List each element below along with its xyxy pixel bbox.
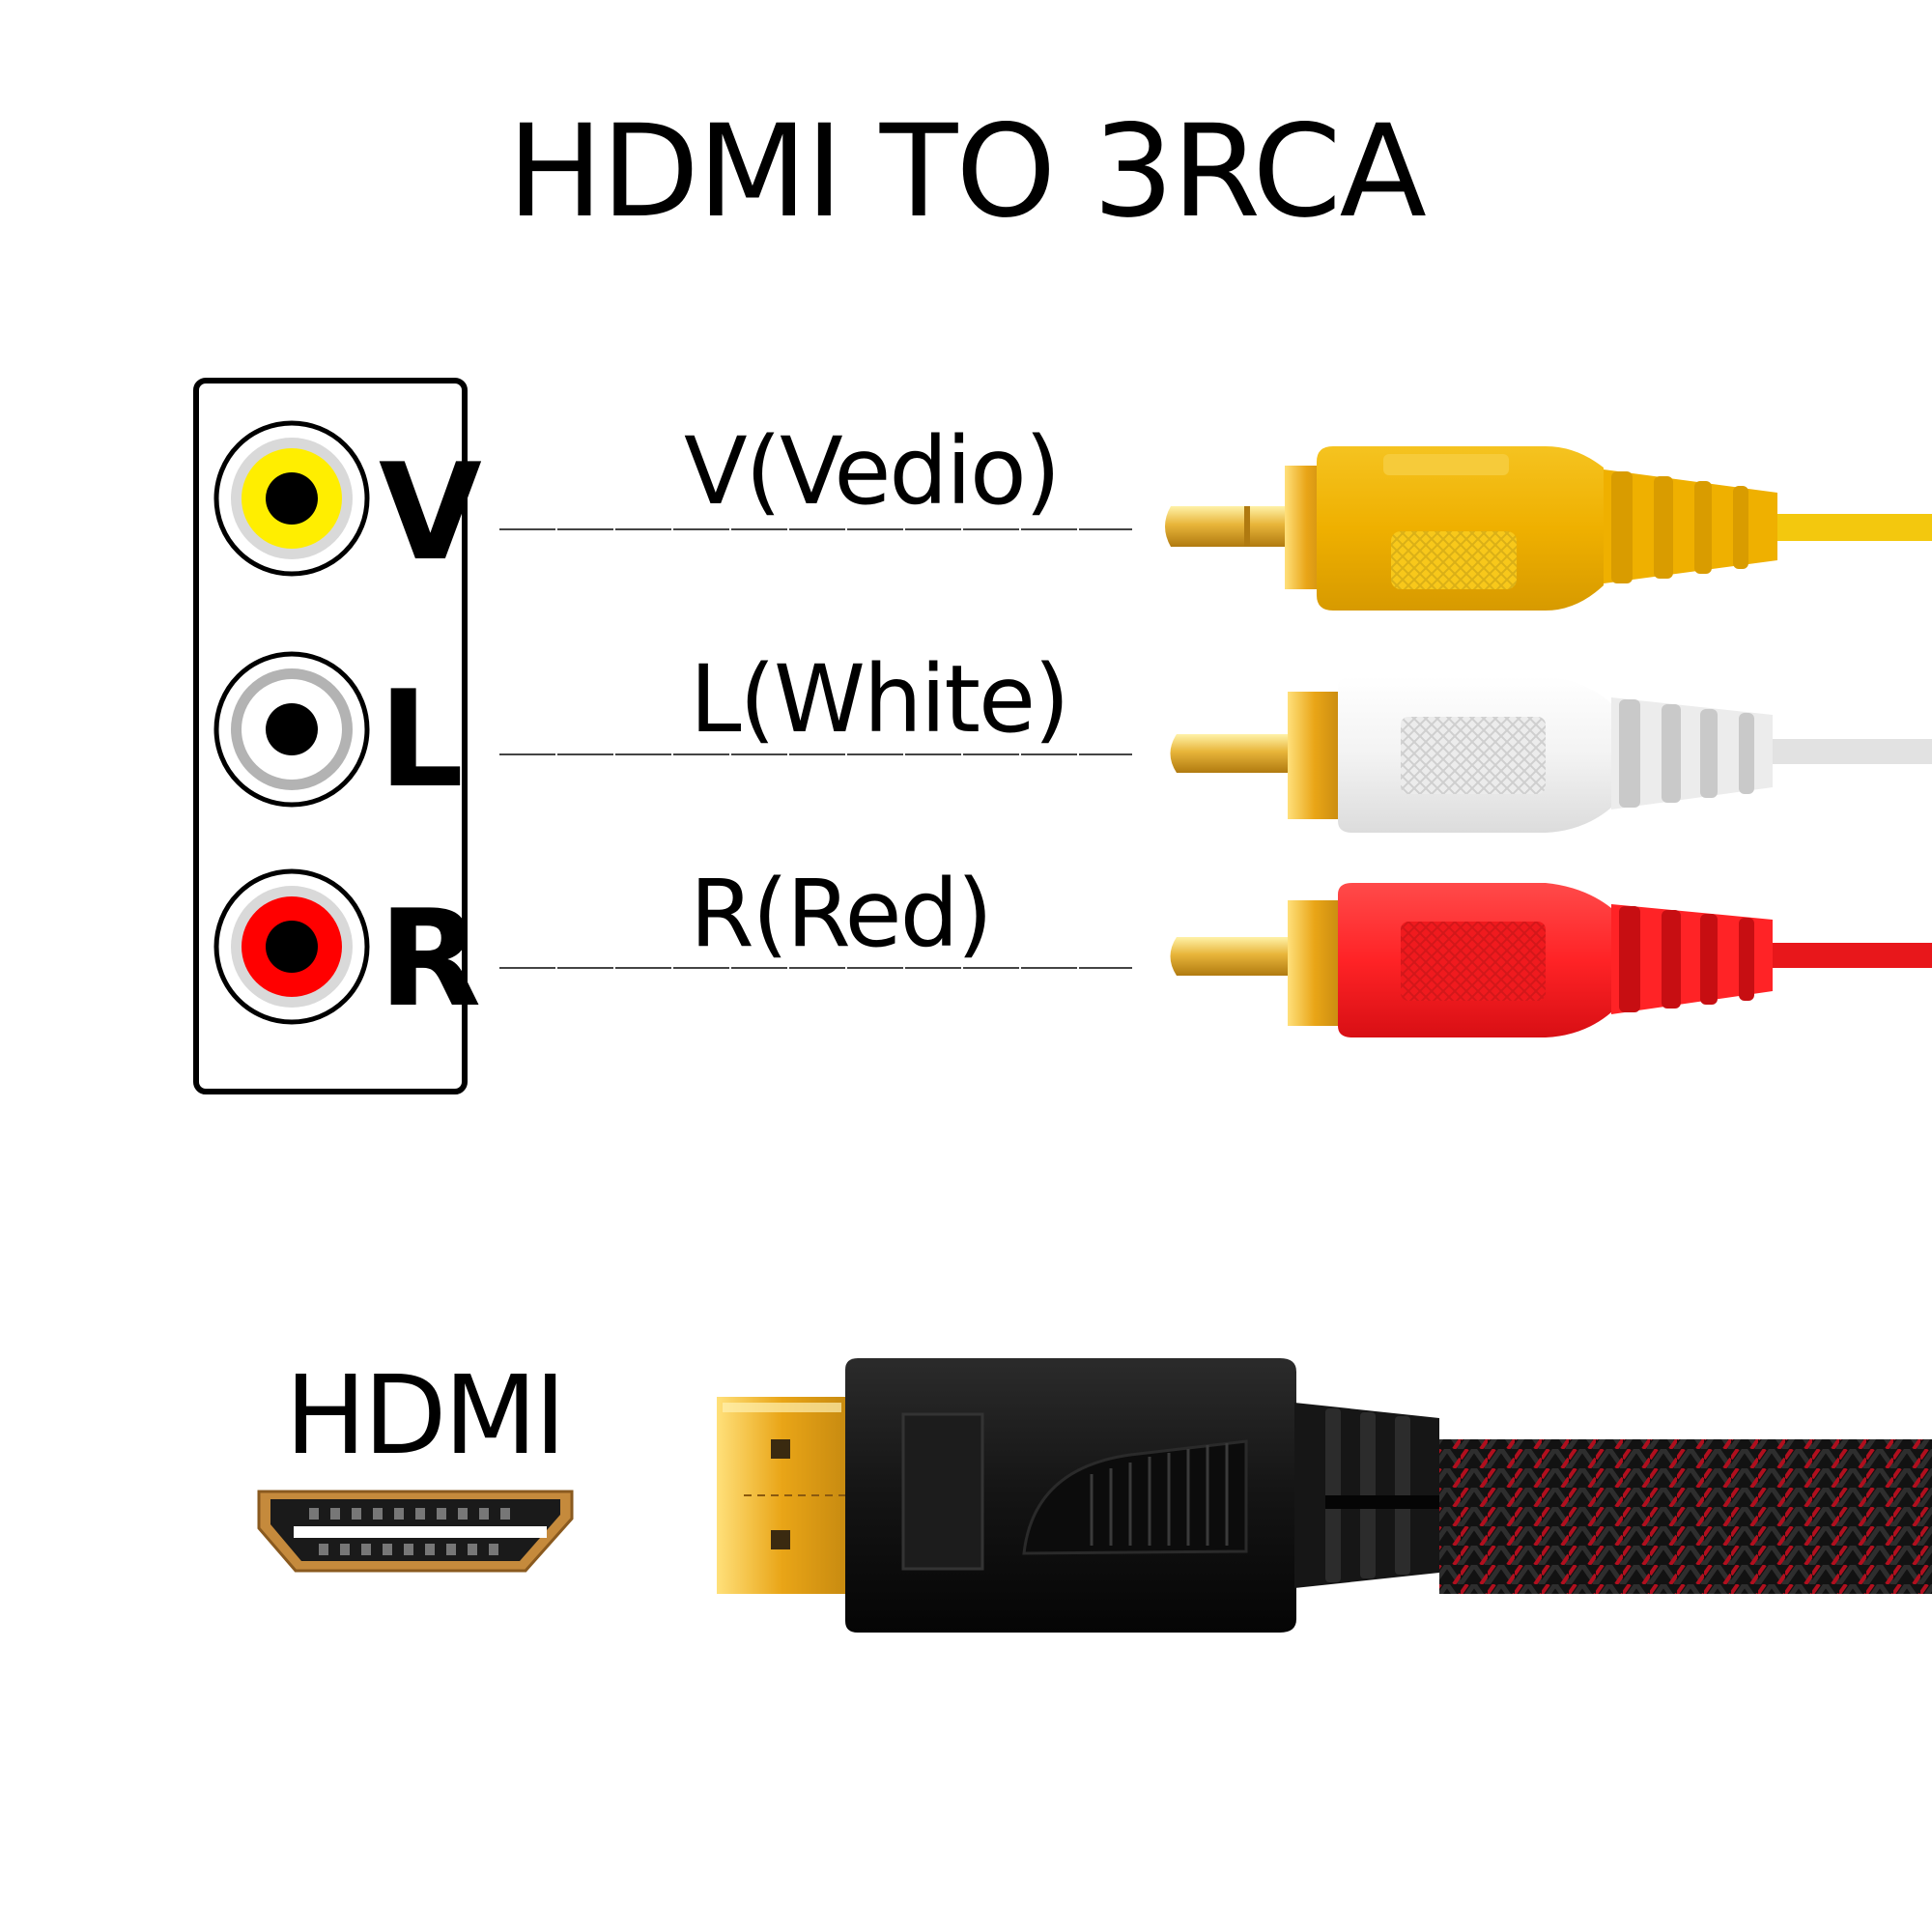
right-channel-label: R(Red) [690,860,993,968]
page-title: HDMI TO 3RCA [507,98,1427,246]
left-port-letter: L [379,662,464,817]
video-port-letter: V [379,435,482,590]
right-audio-plug [1170,883,1932,1037]
hdmi-port-icon [257,1490,574,1573]
right-port-letter: R [379,881,482,1037]
video-plug [1165,446,1932,611]
right-audio-jack-icon [213,868,370,1025]
video-channel-label: V(Vedio) [684,417,1061,526]
left-audio-jack-icon [213,651,370,808]
hdmi-plug [717,1358,1932,1633]
hdmi-label: HDMI [285,1353,566,1479]
left-channel-label: L(White) [690,645,1070,753]
video-jack-icon [213,420,370,577]
left-audio-plug [1170,676,1932,833]
